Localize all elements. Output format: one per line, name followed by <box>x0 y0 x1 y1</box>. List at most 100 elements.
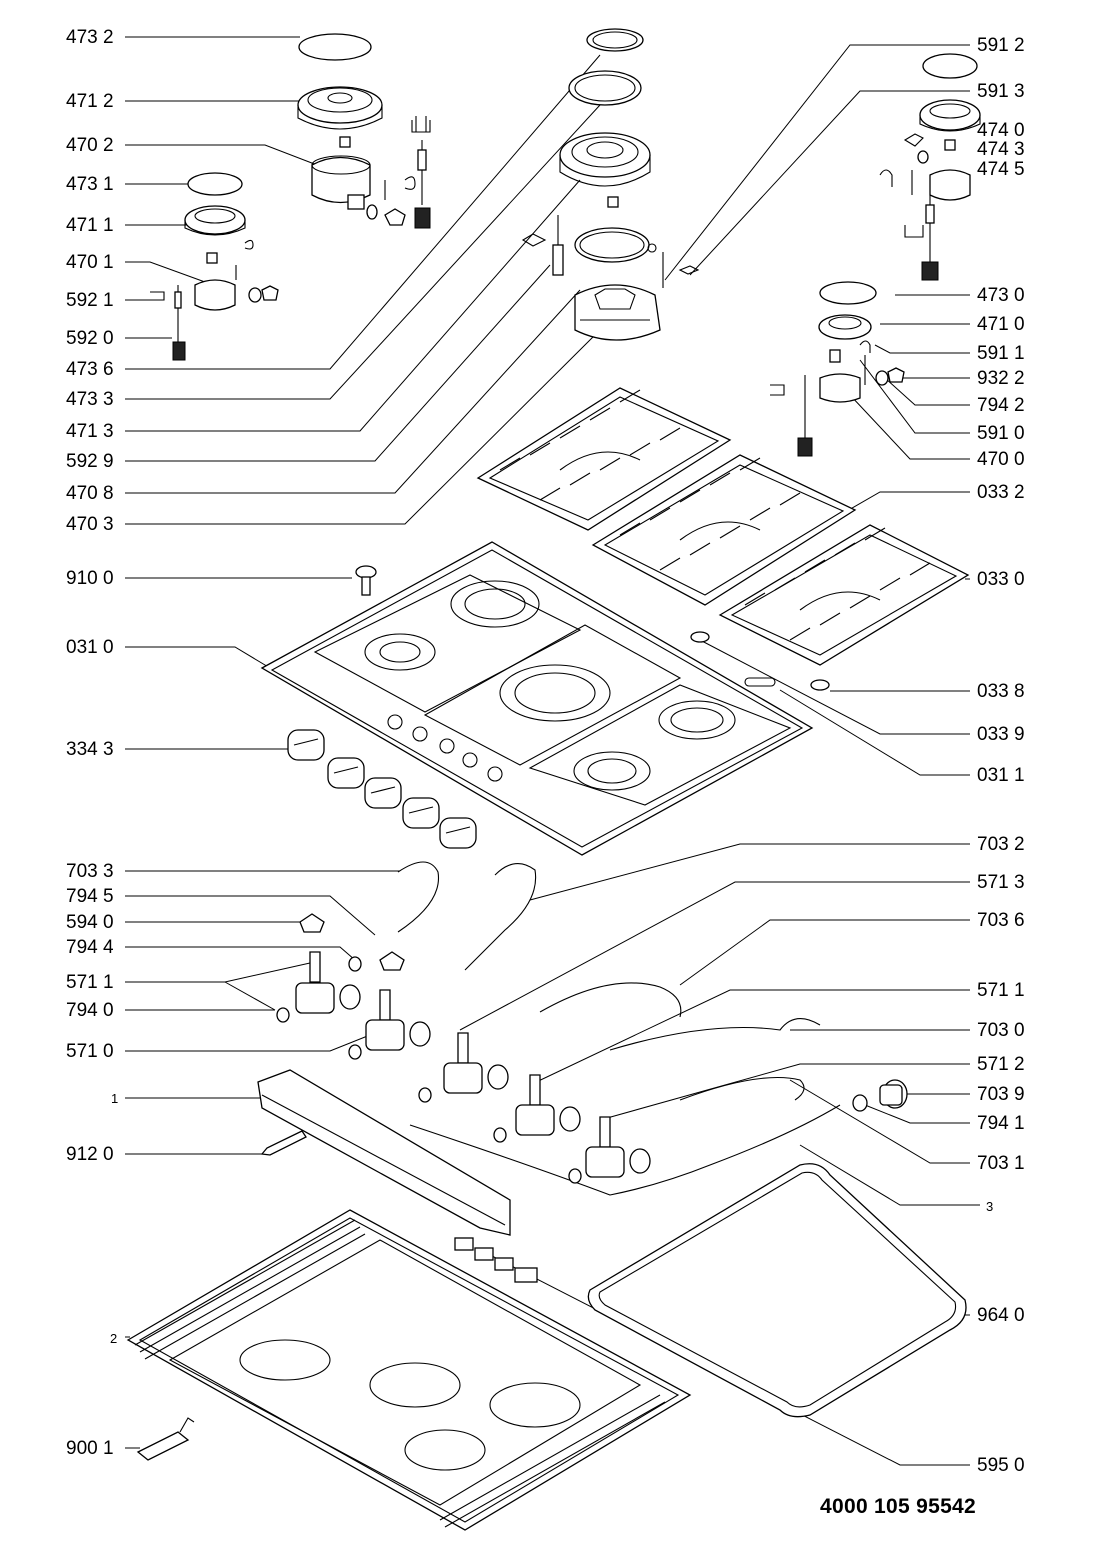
terminal-595-0 <box>454 1237 538 1283</box>
leader-794-1 <box>859 1102 970 1124</box>
ring-473-3 <box>568 70 642 106</box>
leader-794-2 <box>884 377 970 406</box>
label-794-5: 794 5 <box>66 886 114 907</box>
leader-473-6 <box>125 54 601 370</box>
burner-cap-473-1 <box>187 172 243 196</box>
leader-470-1 <box>125 261 206 283</box>
leader-591-3 <box>689 90 970 276</box>
screw-910-0 <box>355 565 377 596</box>
label-794-1: 794 1 <box>977 1113 1025 1134</box>
spacers-033-8 <box>690 631 830 691</box>
hob-top-031-0 <box>260 541 814 856</box>
burner-body-470-1 <box>194 239 279 311</box>
base-470-3 <box>574 196 661 341</box>
burner-cap-473-2 <box>298 33 372 61</box>
grate-center <box>591 454 857 606</box>
base-tray-2 <box>126 1209 692 1531</box>
label-703-3: 703 3 <box>66 861 114 882</box>
label-964-0: 964 0 <box>977 1305 1025 1326</box>
label-571-2: 571 2 <box>977 1054 1025 1075</box>
leader-031-0 <box>125 646 271 669</box>
label-471-1: 471 1 <box>66 215 114 236</box>
label-912-0: 912 0 <box>66 1144 114 1165</box>
label-473-0: 473 0 <box>977 285 1025 306</box>
label-592-0: 592 0 <box>66 328 114 349</box>
leader-3 <box>799 1144 980 1206</box>
leader-571-1a <box>125 962 311 983</box>
rail-1 <box>257 1069 511 1236</box>
pipes <box>397 861 841 1196</box>
leader-lines <box>125 36 980 1466</box>
label-910-0: 910 0 <box>66 568 114 589</box>
label-591-2: 591 2 <box>977 35 1025 56</box>
burner-crown-471-2 <box>297 86 383 130</box>
left-labels: 473 2 471 2 470 2 473 1 471 1 470 1 592 … <box>66 27 118 1459</box>
knobs-334-3 <box>287 729 477 849</box>
label-470-2: 470 2 <box>66 135 114 156</box>
leader-794-4 <box>125 946 356 961</box>
gasket-473-6 <box>586 28 644 52</box>
label-591-1: 591 1 <box>977 343 1025 364</box>
label-571-0: 571 0 <box>66 1041 114 1062</box>
leader-591-1 <box>874 344 970 354</box>
leader-031-1 <box>779 689 970 776</box>
electrode-left <box>150 285 186 361</box>
leader-470-2 <box>125 144 331 171</box>
gas-valves <box>276 913 651 1184</box>
label-470-0: 470 0 <box>977 449 1025 470</box>
electrode-right <box>904 195 939 281</box>
label-594-0: 594 0 <box>66 912 114 933</box>
label-474-3: 474 3 <box>977 139 1025 160</box>
label-031-1: 031 1 <box>977 765 1025 786</box>
label-703-2: 703 2 <box>977 834 1025 855</box>
leader-592-9 <box>125 264 551 462</box>
leader-703-2 <box>529 843 970 901</box>
leader-703-1 <box>789 1079 970 1164</box>
label-2: 2 <box>110 1331 117 1346</box>
label-471-0: 471 0 <box>977 314 1025 335</box>
leader-033-2 <box>839 491 970 516</box>
label-794-0: 794 0 <box>66 1000 114 1021</box>
label-033-8: 033 8 <box>977 681 1025 702</box>
leader-470-3 <box>125 329 601 525</box>
label-571-1-left: 571 1 <box>66 972 114 993</box>
leader-470-8 <box>125 289 581 494</box>
leader-571-3 <box>459 881 970 1031</box>
leader-571-1b <box>224 981 276 1011</box>
label-703-9: 703 9 <box>977 1084 1025 1105</box>
label-033-9: 033 9 <box>977 724 1025 745</box>
label-470-3: 470 3 <box>66 514 114 535</box>
crown-471-0 <box>818 314 872 340</box>
burner-body-470-2 <box>311 136 416 226</box>
leader-470-0 <box>849 394 970 460</box>
label-595-0: 595 0 <box>977 1455 1025 1476</box>
connector-703-9 <box>852 1079 908 1112</box>
label-592-9: 592 9 <box>66 451 114 472</box>
leader-571-2 <box>599 1063 970 1121</box>
label-571-3: 571 3 <box>977 872 1025 893</box>
label-794-4: 794 4 <box>66 937 114 958</box>
label-900-1: 900 1 <box>66 1438 114 1459</box>
leader-571-0 <box>125 1034 371 1052</box>
label-794-2: 794 2 <box>977 395 1025 416</box>
label-591-0: 591 0 <box>977 423 1025 444</box>
body-470-0 <box>770 340 905 457</box>
label-703-0: 703 0 <box>977 1020 1025 1041</box>
grate-right <box>718 524 970 666</box>
label-932-2: 932 2 <box>977 368 1025 389</box>
label-3: 3 <box>986 1199 993 1214</box>
leader-033-9 <box>699 639 970 735</box>
leader-591-2 <box>664 44 970 281</box>
label-474-0: 474 0 <box>977 120 1025 141</box>
crown-474-3 <box>919 99 981 132</box>
grate-left <box>476 387 732 531</box>
cap-474-0 <box>922 53 978 79</box>
label-703-6: 703 6 <box>977 910 1025 931</box>
body-474-5 <box>879 133 971 201</box>
right-labels: 591 2 591 3 474 0 474 3 474 5 473 0 471 … <box>977 35 1025 1476</box>
label-474-5: 474 5 <box>977 159 1025 180</box>
label-703-1: 703 1 <box>977 1153 1025 1174</box>
label-591-3: 591 3 <box>977 81 1025 102</box>
screw-912-0 <box>260 1130 307 1156</box>
